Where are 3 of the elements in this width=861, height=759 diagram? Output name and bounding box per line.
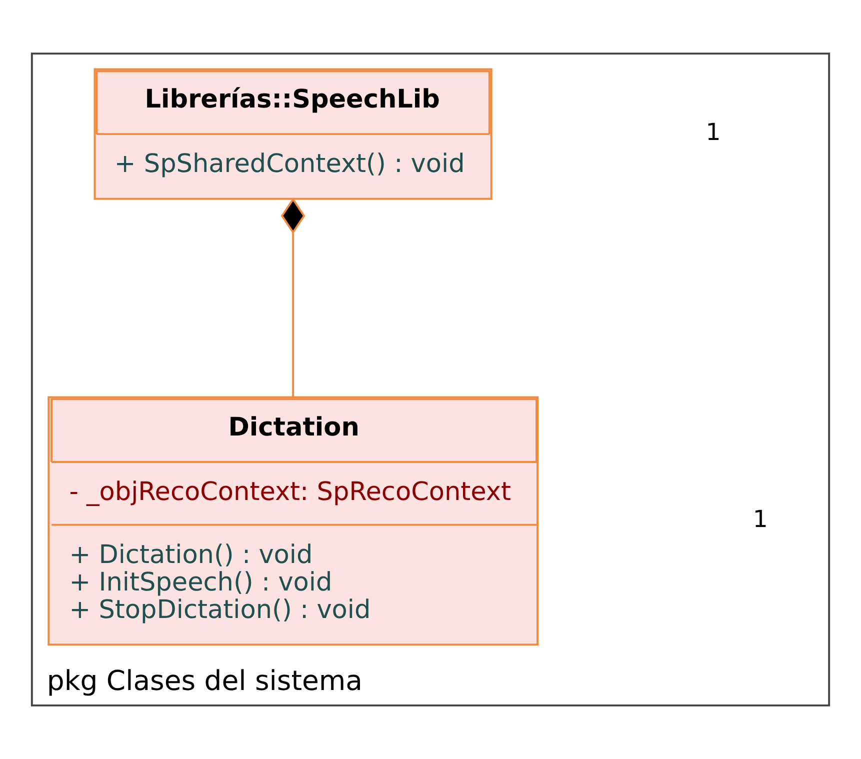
label: 1	[706, 118, 721, 146]
label: 1	[752, 504, 768, 533]
connector	[280, 198, 306, 397]
